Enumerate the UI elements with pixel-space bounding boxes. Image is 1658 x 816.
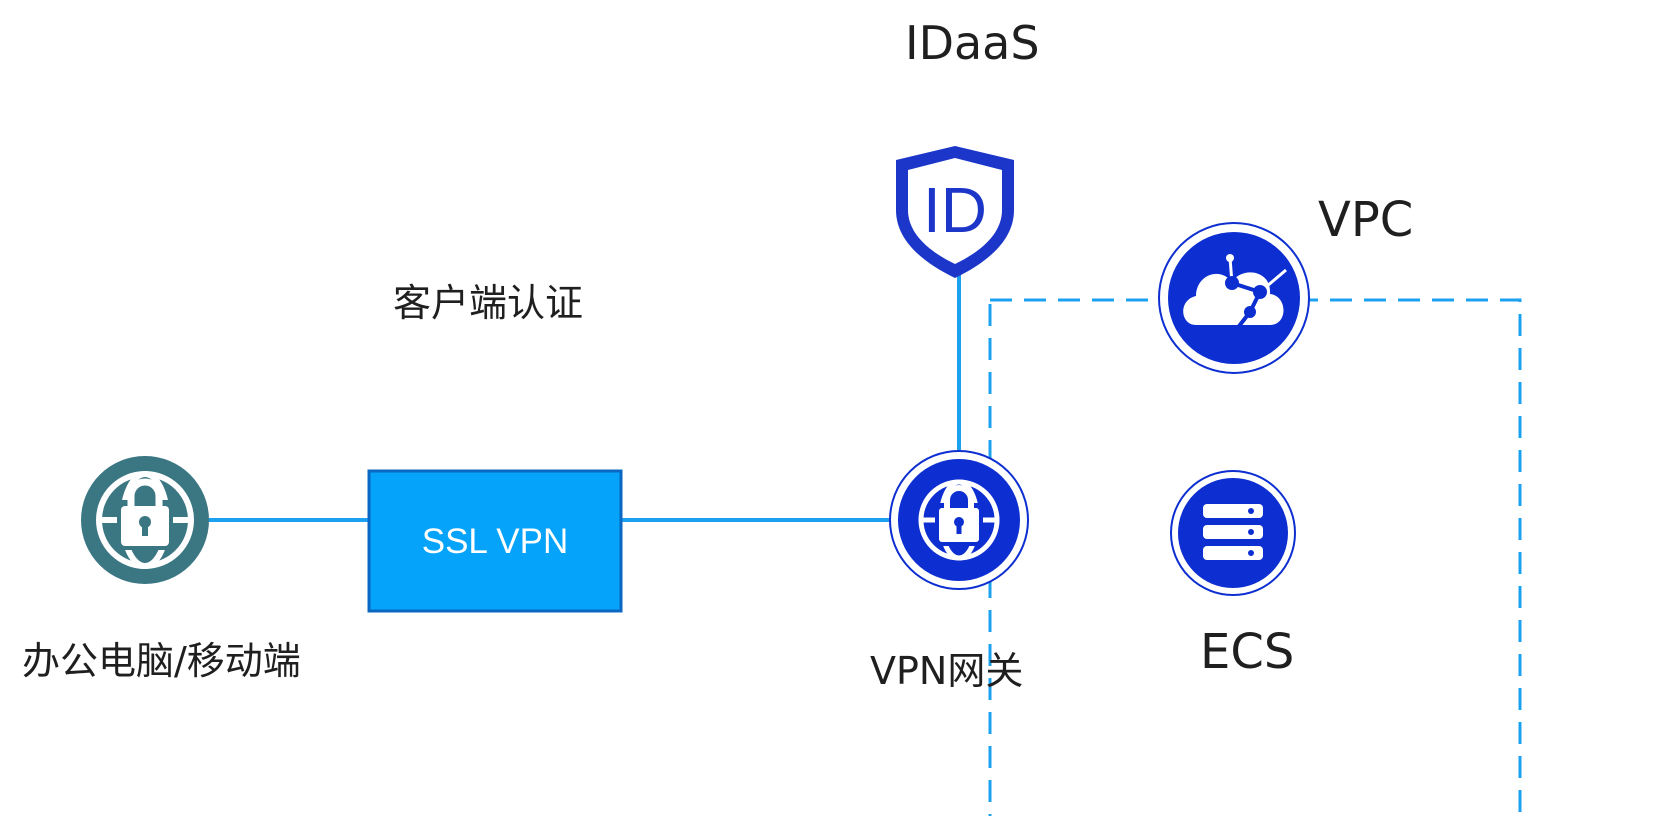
svg-text:ID: ID — [923, 174, 987, 246]
client-label: 办公电脑/移动端 — [22, 639, 301, 683]
client-globe-lock-icon — [81, 456, 209, 584]
idaas-title: IDaaS — [905, 16, 1040, 70]
client-auth-label: 客户端认证 — [393, 281, 584, 325]
ecs-server-icon — [1170, 470, 1296, 596]
vpc-label: VPC — [1318, 192, 1414, 248]
ecs-label: ECS — [1200, 624, 1295, 680]
vpn-gateway-label: VPN网关 — [870, 649, 1024, 693]
id-shield-icon: ID — [896, 146, 1014, 278]
ssl-vpn-box — [367, 469, 623, 613]
gateway-globe-lock-icon — [889, 450, 1029, 590]
ssl-vpn-label: SSL VPN — [421, 521, 569, 561]
vpc-cloud-network-icon — [1158, 222, 1310, 374]
